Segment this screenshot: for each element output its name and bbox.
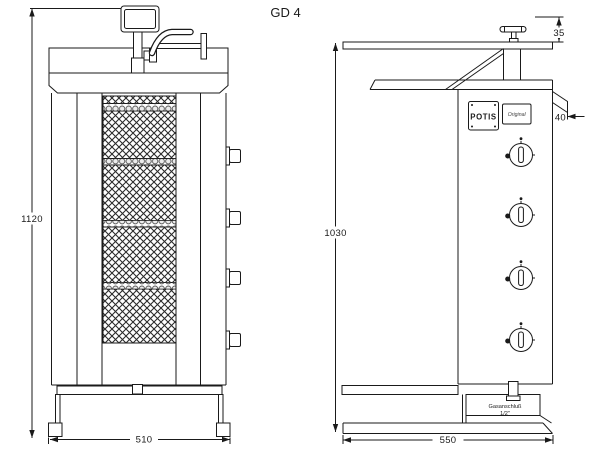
side-base: Gasanschluß 1/2" <box>341 381 553 434</box>
side-depth-dimension: 550 <box>342 434 554 446</box>
burner-valve-knob <box>225 146 241 166</box>
front-width-dimension: 510 <box>48 433 231 446</box>
control-knob <box>504 321 536 352</box>
gas-connection-size: 1/2" <box>500 411 510 417</box>
type-badge: Original <box>502 103 532 125</box>
worktop-edge <box>369 79 553 90</box>
plinth <box>342 422 553 434</box>
brand-badge-label: POTIS <box>470 113 496 122</box>
side-body-panel <box>457 89 553 385</box>
burner-mesh-panel <box>102 95 177 344</box>
foot <box>216 422 231 437</box>
control-knob <box>504 196 536 227</box>
foot <box>48 422 63 437</box>
top-motor-assembly <box>120 5 207 74</box>
leg <box>218 394 224 424</box>
gas-pipe <box>506 381 521 401</box>
side-view: 1030 40 <box>320 16 585 446</box>
burner-valve-knob <box>225 268 241 288</box>
brand-badge: POTIS <box>468 101 499 131</box>
hood-slope <box>445 48 504 90</box>
mesh-divider <box>102 158 177 166</box>
motor-column <box>503 49 521 80</box>
handwheel-dim-label: 35 <box>553 28 564 39</box>
gas-connection-label: Gasanschluß <box>489 404 523 410</box>
burner-valve-knob <box>225 330 241 350</box>
handwheel-height-dimension: 35 <box>535 16 567 43</box>
drip-tray-arm <box>341 385 459 395</box>
skewer-handle <box>148 28 194 57</box>
skewer-bar-side <box>342 41 553 50</box>
type-badge-label: Original <box>508 112 527 118</box>
skewer-bar <box>155 43 202 49</box>
mesh-divider <box>102 282 177 290</box>
drip-lip <box>552 90 568 114</box>
control-knob <box>504 136 536 167</box>
control-knobs <box>504 136 536 352</box>
front-height-dimension: 1120 <box>17 8 121 438</box>
lip-depth-dim-label: 40 <box>555 113 566 124</box>
motor-shaft <box>133 31 143 59</box>
drawing-title: GD 4 <box>270 5 300 20</box>
hand-screw <box>499 26 527 43</box>
side-depth-dim-label: 550 <box>440 435 457 446</box>
lip-depth-dimension: 40 <box>555 112 585 124</box>
mesh-divider <box>102 220 177 228</box>
front-width-dim-label: 510 <box>136 435 153 446</box>
burner-valve-knob <box>225 208 241 228</box>
leg <box>55 394 61 424</box>
base-frame <box>48 384 231 437</box>
front-height-dim-label: 1120 <box>21 214 43 225</box>
front-view: 1120 <box>17 5 241 446</box>
skewer-end-plate <box>200 33 207 60</box>
control-knob <box>504 259 536 290</box>
side-height-dim-label: 1030 <box>324 228 346 239</box>
mesh-top-rail <box>102 103 177 112</box>
side-height-dimension: 1030 <box>320 43 351 432</box>
front-burner-valves <box>225 146 241 350</box>
